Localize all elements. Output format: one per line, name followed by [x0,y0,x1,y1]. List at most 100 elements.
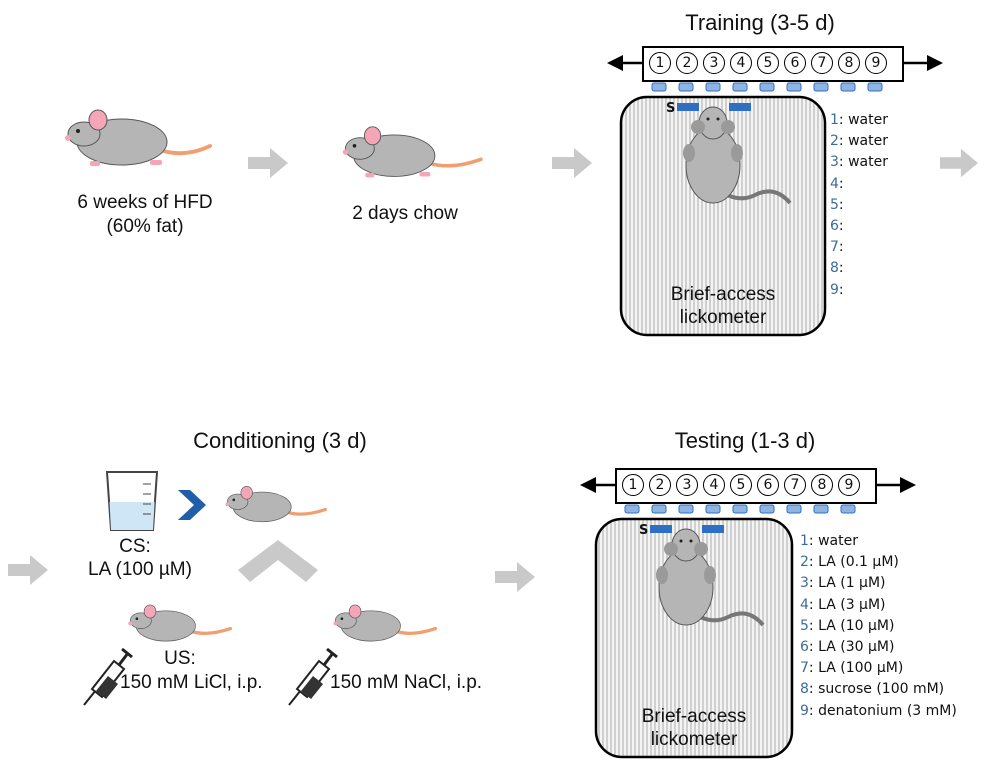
bottle-list-item: 1: water [800,531,957,552]
bottle-number: 9 [800,702,809,719]
beaker-icon [105,471,159,531]
bottle-3-circle: 3 [703,52,725,74]
mouse-icon [65,109,212,166]
bottle-4-circle: 4 [730,52,752,74]
mouse-icon [333,604,438,642]
bottle-content: LA (30 µM) [818,638,895,655]
bottle-content: water [848,154,888,171]
bottle-number: 6 [830,217,839,234]
mouse-icon [342,126,483,178]
bottle-list-item: 2: LA (0.1 µM) [800,552,957,573]
bottle-8-circle: 8 [838,52,860,74]
mouse-icon [225,485,327,523]
bottle-separator: : [838,112,844,128]
bottle-5-circle: 5 [730,474,752,496]
testing-box-label-line1: Brief-access [641,706,747,727]
bottle-number: 5 [830,196,839,213]
cs-label-line1: CS: [119,536,151,557]
bottle-list-item: 5: [830,195,888,216]
us-label-line2: 150 mM LiCl, i.p. [120,672,263,693]
arrow-right-icon [8,555,48,585]
bottle-1-circle: 1 [622,474,644,496]
bottle-separator: : [808,638,814,655]
bottle-number: 3 [830,154,839,171]
bottle-separator: : [808,596,814,613]
bottle-1-circle: 1 [649,52,671,74]
bottle-list-item: 6: [830,216,888,237]
bottle-separator: : [808,554,814,571]
bottle-content: sucrose (100 mM) [818,681,945,698]
bottle-list-item: 3: LA (1 µM) [800,573,957,594]
bottle-number: 2 [800,554,809,571]
bottle-9-circle: 9 [838,474,860,496]
bottle-separator: : [838,133,844,150]
bottle-9-circle: 9 [865,52,887,74]
bottle-2-circle: 2 [676,52,698,74]
bottle-number: 1 [800,533,809,549]
bottle-content: water [848,112,888,128]
arrow-right-icon [940,148,978,178]
bottle-number: 2 [830,133,839,150]
bottle-content: water [818,533,858,549]
bottle-content: LA (10 µM) [818,617,895,634]
step1-label-line1: 6 weeks of HFD [77,192,213,213]
training-box-label-line2: lickometer [679,307,767,328]
bottle-content: LA (1 µM) [818,575,886,592]
bottle-number: 5 [800,617,809,634]
bottle-6-circle: 6 [757,474,779,496]
cs-label-line2: LA (100 µM) [88,559,192,580]
bottle-list-item: 8: [830,258,888,279]
chevron-right-icon [178,490,206,520]
bottle-list-item: 3: water [830,152,888,173]
bottle-number: 4 [830,175,839,192]
training-box-label-line1: Brief-access [670,284,776,305]
syringe-icon [288,647,338,706]
bottle-content: denatonium (3 mM) [818,702,957,719]
bottle-number: 7 [830,239,839,256]
bottle-list-item: 5: LA (10 µM) [800,616,957,637]
bottle-separator: : [838,154,844,171]
bottle-list-item: 9: [830,280,888,301]
bottle-separator: : [838,196,844,213]
bottle-list-item: 7: LA (100 µM) [800,658,957,679]
bottle-list-item: 1: water [830,110,888,131]
bottle-separator: : [808,617,814,634]
bottle-separator: : [808,681,814,698]
control-label: 150 mM NaCl, i.p. [330,672,483,693]
bottle-separator: : [838,281,844,298]
bottle-list-item: 6: LA (30 µM) [800,637,957,658]
bottle-content: LA (3 µM) [818,596,886,613]
bottle-separator: : [838,217,844,234]
bottle-6-circle: 6 [784,52,806,74]
bottle-list-item: 4: LA (3 µM) [800,595,957,616]
training-title: Training (3-5 d) [685,10,835,35]
bottle-list-item: 9: denatonium (3 mM) [800,701,957,722]
testing-title: Testing (1-3 d) [674,428,816,453]
bottle-number: 3 [800,575,809,592]
bottle-list-item: 8: sucrose (100 mM) [800,679,957,700]
bottle-separator: : [808,702,814,719]
testing-box-label-line2: lickometer [650,729,738,750]
step1-label-line2: (60% fat) [106,216,184,237]
bottle-7-circle: 7 [811,52,833,74]
bottle-2-circle: 2 [649,474,671,496]
bottle-number: 4 [800,596,809,613]
bottle-number: 6 [800,638,809,655]
bottle-separator: : [808,533,814,549]
bottle-content: water [848,133,888,150]
mouse-icon [128,604,233,642]
bottle-list-item: 7: [830,237,888,258]
step2-label: 2 days chow [352,203,458,224]
bottle-7-circle: 7 [784,474,806,496]
bottle-8-circle: 8 [811,474,833,496]
bottle-separator: : [838,260,844,277]
syringe-icon [83,647,133,706]
bottle-content: LA (100 µM) [818,660,904,677]
bottle-content: LA (0.1 µM) [818,554,899,571]
spout-label: S [666,101,676,116]
arrow-right-icon [552,148,592,178]
bottle-number: 9 [830,281,839,298]
bottle-separator: : [838,239,844,256]
